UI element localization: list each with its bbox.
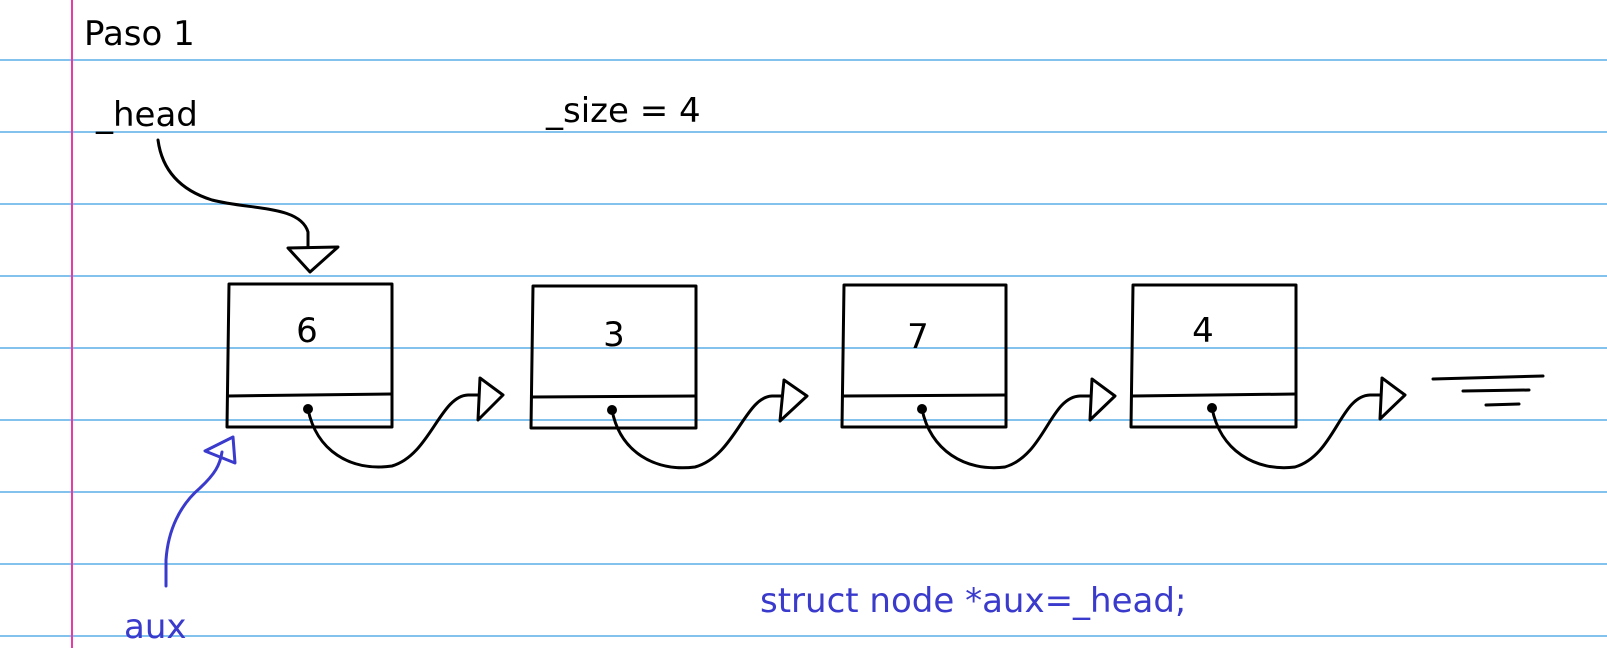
ruled-lines (0, 59, 1607, 637)
node-divider (531, 394, 697, 399)
list-node (840, 283, 1008, 429)
head-label: _head (95, 95, 198, 135)
null-line (1431, 374, 1545, 381)
next-pointer-arrow (303, 376, 505, 469)
pointer-curve (920, 394, 1092, 470)
step-title: Paso 1 (84, 14, 195, 54)
pointer-arrowhead (1378, 376, 1407, 421)
node-value: 4 (1192, 311, 1214, 351)
next-pointer-arrow (917, 377, 1117, 470)
head-arrowhead (286, 245, 340, 274)
node-value: 7 (907, 317, 929, 357)
node-value: 3 (603, 315, 625, 355)
node-box (1129, 283, 1298, 429)
head-pointer-line (156, 138, 310, 248)
list-node (1129, 283, 1298, 429)
node-divider (842, 393, 1007, 398)
aux-label: aux (124, 607, 187, 647)
aux-pointer-arrow (164, 435, 237, 588)
pointer-arrowhead (778, 378, 809, 423)
pointer-arrowhead (476, 376, 505, 422)
pointer-curve (306, 393, 480, 469)
node-divider (227, 392, 393, 398)
size-label: _size = 4 (545, 91, 701, 131)
node-box (529, 284, 698, 430)
next-pointer-arrow (1207, 376, 1407, 470)
aux-arrowhead (203, 435, 237, 465)
list-node (529, 284, 698, 430)
pointer-arrowhead (1088, 377, 1117, 422)
node-value: 6 (296, 311, 318, 351)
node-box (225, 282, 394, 429)
code-line: struct node *aux=_head; (760, 581, 1186, 621)
node-divider (1131, 392, 1297, 398)
aux-pointer-line (164, 450, 224, 588)
pointer-curve (1210, 393, 1382, 470)
null-line (1461, 388, 1531, 393)
pointer-curve (610, 394, 784, 470)
node-box (840, 283, 1008, 429)
list-node (225, 282, 394, 429)
next-pointer-arrow (607, 378, 809, 470)
null-terminator-symbol (1431, 374, 1545, 407)
null-line (1484, 402, 1521, 407)
head-pointer-arrow (156, 138, 340, 274)
